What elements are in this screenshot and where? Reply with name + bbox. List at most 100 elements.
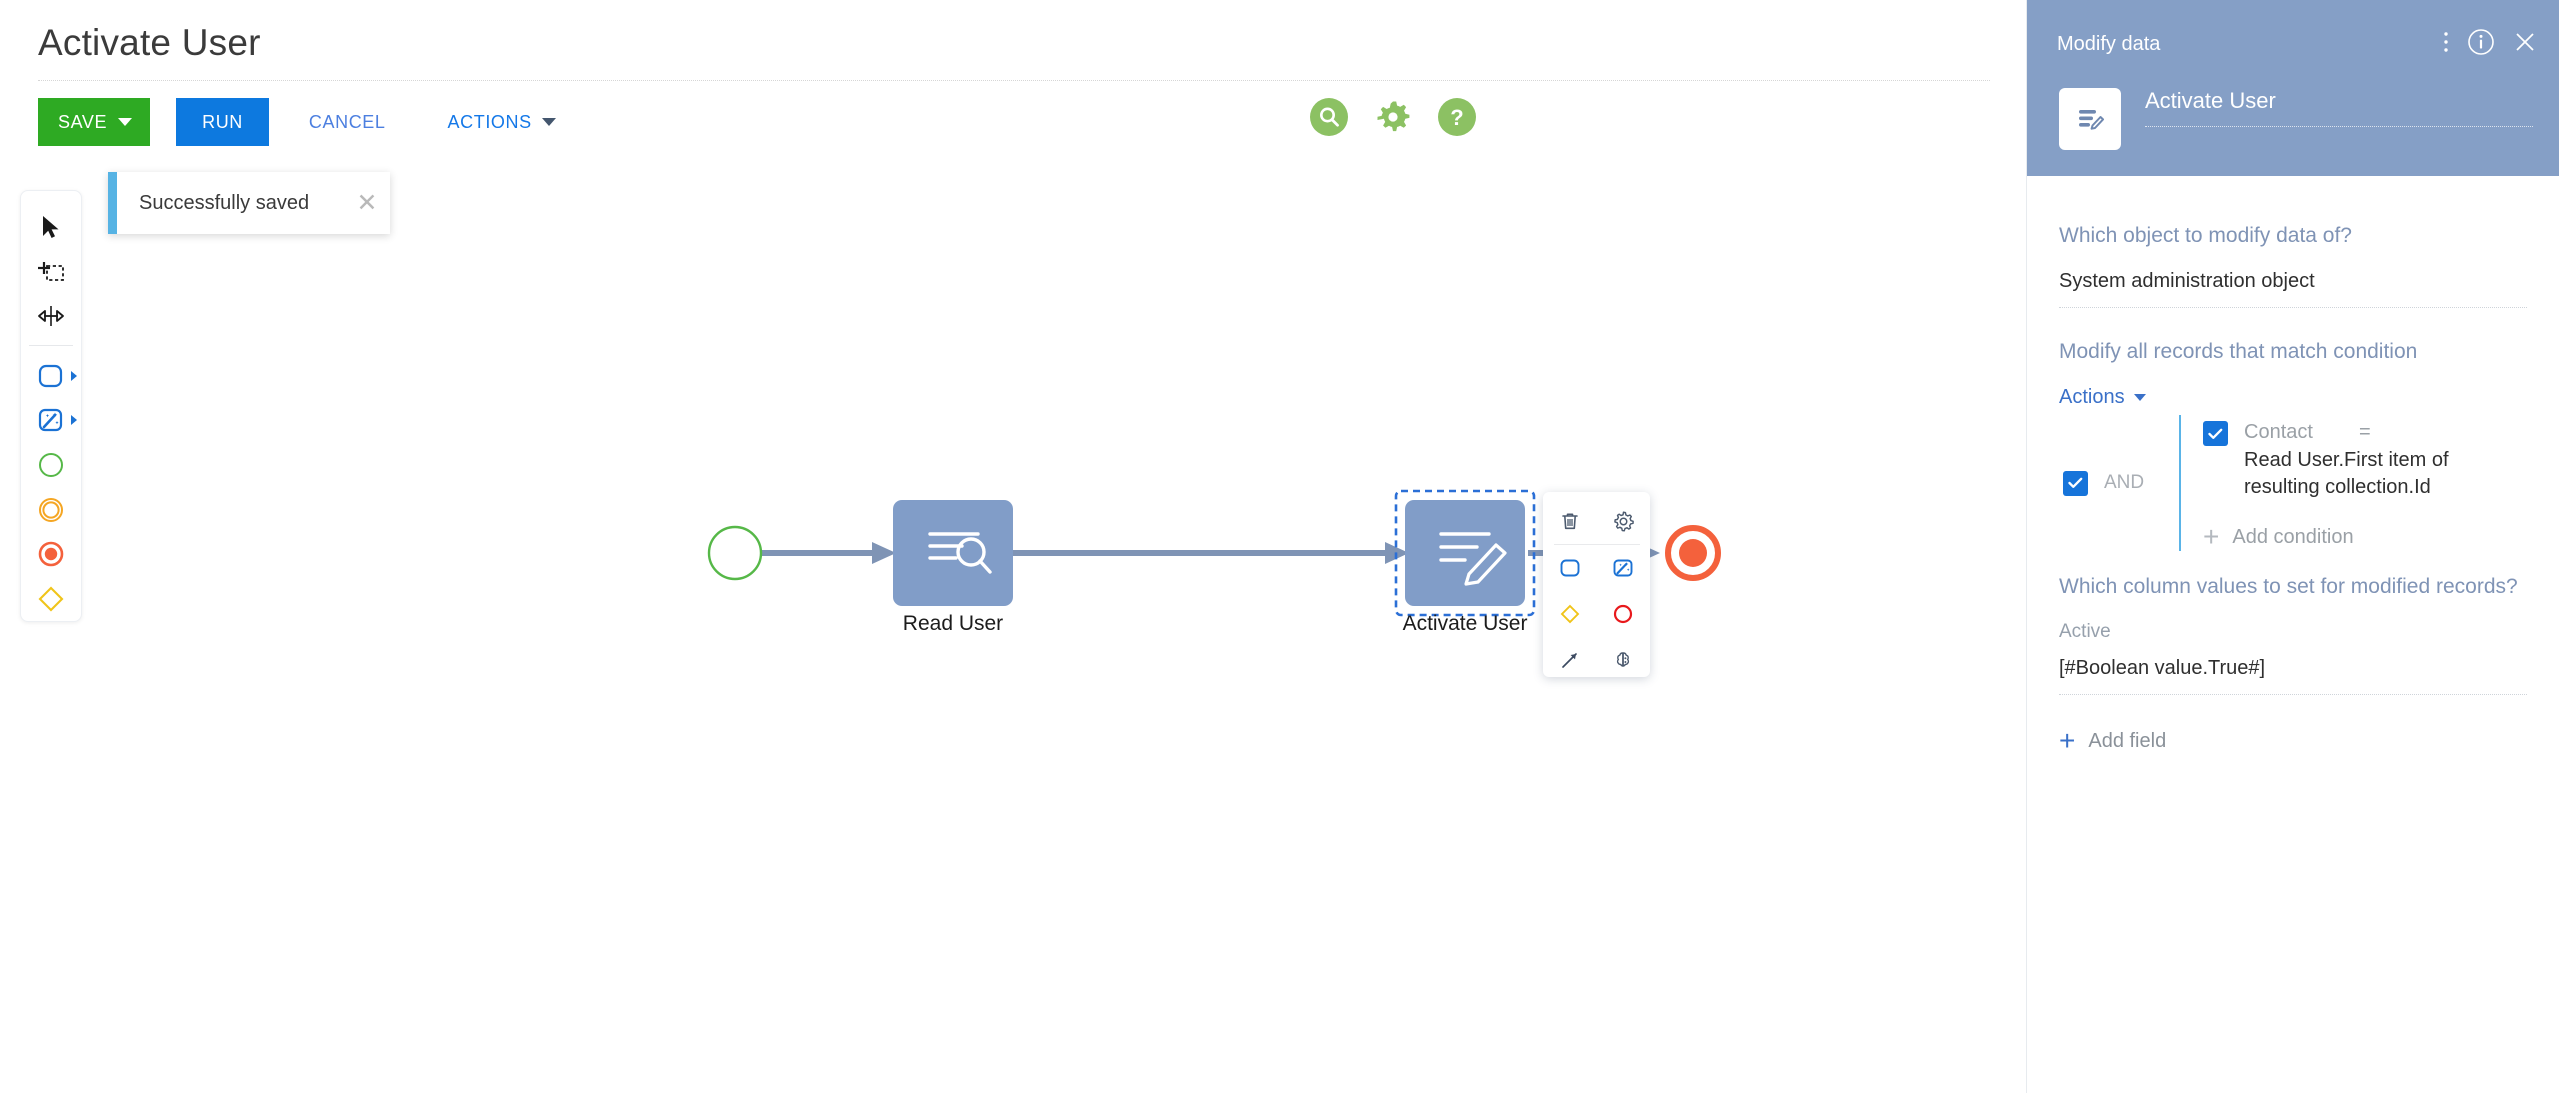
flyout-arrow-icon[interactable]: [71, 415, 77, 426]
close-icon[interactable]: [2513, 30, 2537, 54]
red-circle-icon[interactable]: [1606, 597, 1640, 631]
palette-divider: [29, 344, 73, 346]
red-filled-circle-icon: [38, 541, 64, 567]
condition-operator: =: [2358, 421, 2371, 443]
context-menu-row: [1543, 591, 1650, 637]
cancel-button[interactable]: CANCEL: [303, 98, 392, 146]
magic-wand-icon: [38, 409, 63, 432]
list-edit-icon: [2079, 110, 2104, 130]
read-user-label: Read User: [902, 612, 1004, 635]
activate-user-task-node[interactable]: [1394, 489, 1536, 617]
flyout-arrow-icon[interactable]: [71, 370, 77, 381]
close-icon[interactable]: ✕: [356, 188, 378, 217]
help-icon[interactable]: ?: [1438, 98, 1476, 136]
context-menu-row: [1543, 545, 1650, 591]
info-icon[interactable]: [2467, 28, 2495, 56]
more-options-icon[interactable]: [2443, 30, 2449, 54]
element-context-menu: [1543, 492, 1650, 677]
add-condition-label: Add condition: [2232, 525, 2354, 548]
element-type-badge: [2059, 88, 2121, 150]
chevron-down-icon: [541, 118, 556, 126]
logical-operator-label: AND: [2104, 472, 2145, 493]
yellow-diamond-icon[interactable]: [1553, 597, 1587, 631]
task-element-tool[interactable]: [23, 354, 79, 399]
gateway-tool[interactable]: [23, 576, 79, 621]
marquee-select-icon: [38, 261, 64, 281]
context-menu-divider: [1553, 544, 1640, 545]
gear-icon[interactable]: [1374, 98, 1412, 136]
condition-actions-label: Actions: [2059, 386, 2125, 408]
active-field-label: Active: [2059, 621, 2111, 642]
toast-notification: Successfully saved ✕: [108, 172, 390, 234]
save-button[interactable]: SAVE: [38, 98, 151, 146]
object-value-field[interactable]: System administration object: [2059, 270, 2527, 308]
header-icon-group: ?: [1310, 98, 1476, 136]
condition-header: Contact =: [2244, 421, 2527, 444]
active-field-value[interactable]: [#Boolean value.True#]: [2059, 657, 2527, 695]
title-divider: [38, 80, 1990, 81]
and-checkbox[interactable]: [2063, 470, 2088, 496]
intermediate-event-tool[interactable]: [23, 487, 79, 532]
chevron-down-icon: [2133, 394, 2146, 401]
element-palette: [20, 190, 82, 622]
condition-field: Contact: [2244, 421, 2313, 443]
settings-gear-icon[interactable]: [1606, 504, 1640, 538]
condition-checkbox[interactable]: [2203, 421, 2228, 446]
panel-title: Modify data: [2057, 33, 2161, 55]
connector-read-to-activate: [1013, 542, 1409, 564]
magic-wand-icon[interactable]: [1606, 551, 1640, 585]
orange-double-circle-icon: [39, 497, 63, 522]
read-user-task-node[interactable]: [893, 500, 1013, 606]
save-button-label: SAVE: [58, 111, 108, 132]
add-field-button[interactable]: + Add field: [2059, 727, 2527, 755]
object-section-label: Which object to modify data of?: [2059, 224, 2352, 247]
selection-outline: [1394, 489, 1536, 617]
condition-row[interactable]: Contact = Read User.First item of result…: [2203, 415, 2527, 501]
main-area: Activate User SAVE RUN CANCEL ACTIONS: [0, 22, 2026, 1093]
context-menu-row: [1543, 637, 1650, 683]
activate-user-label: Activate User: [1402, 612, 1528, 635]
condition-actions-dropdown[interactable]: Actions: [2059, 386, 2527, 409]
yellow-diamond-icon: [38, 586, 64, 612]
actions-menu-button[interactable]: ACTIONS: [442, 98, 562, 146]
primary-toolbar: SAVE RUN CANCEL ACTIONS: [38, 98, 562, 146]
delete-icon[interactable]: [1553, 504, 1587, 538]
rounded-square-icon: [38, 364, 63, 387]
end-event-node[interactable]: [1665, 525, 1721, 581]
run-button[interactable]: RUN: [176, 98, 269, 146]
plus-icon: +: [2059, 725, 2076, 756]
element-name-field[interactable]: Activate User: [2145, 88, 2533, 127]
green-circle-icon: [39, 453, 63, 478]
pointer-tool[interactable]: [23, 205, 79, 250]
end-event-tool[interactable]: [23, 532, 79, 577]
panel-body: Which object to modify data of? System a…: [2027, 176, 2559, 1093]
start-event-node[interactable]: [707, 525, 763, 581]
marquee-select-tool[interactable]: [23, 250, 79, 295]
add-condition-button[interactable]: + Add condition: [2203, 501, 2527, 551]
connector-start-to-read: [762, 542, 896, 564]
plus-icon: +: [2203, 521, 2220, 552]
logical-operator-group: AND: [2059, 415, 2179, 551]
condition-list: Contact = Read User.First item of result…: [2179, 415, 2527, 551]
condition-value: Read User.First item of resulting collec…: [2244, 449, 2449, 498]
search-icon[interactable]: [1310, 98, 1348, 136]
actions-button-label: ACTIONS: [447, 111, 532, 132]
rounded-square-icon[interactable]: [1553, 551, 1587, 585]
arrow-line-icon[interactable]: [1553, 643, 1587, 677]
start-event-tool[interactable]: [23, 443, 79, 488]
cursor-arrow-icon: [43, 216, 59, 239]
columns-section-label: Which column values to set for modified …: [2059, 575, 2518, 598]
condition-section-label: Modify all records that match condition: [2059, 340, 2418, 363]
move-horizontal-icon: [38, 306, 64, 327]
auto-generate-tool[interactable]: [23, 398, 79, 443]
pan-tool[interactable]: [23, 294, 79, 339]
add-field-label: Add field: [2088, 729, 2167, 752]
context-menu-row: [1543, 498, 1650, 544]
svg-text:?: ?: [1450, 105, 1463, 130]
panel-header-actions: [2443, 28, 2537, 56]
process-canvas[interactable]: [0, 160, 2026, 1093]
brain-icon[interactable]: [1606, 643, 1640, 677]
condition-text: Contact = Read User.First item of result…: [2244, 421, 2527, 501]
condition-group: AND Contact = Read User.First item of re…: [2059, 415, 2527, 551]
